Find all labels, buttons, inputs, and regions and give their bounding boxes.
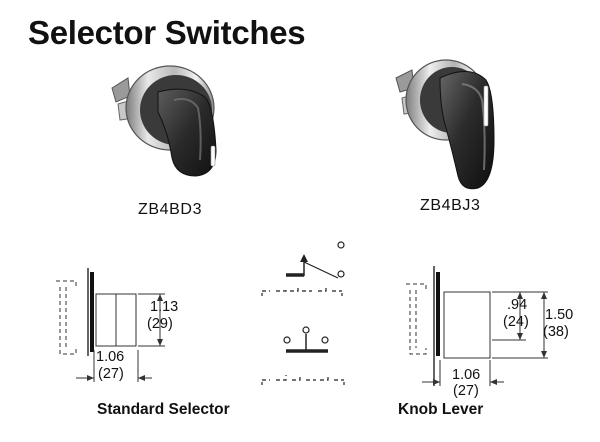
part-number-zb4bj3: ZB4BJ3: [420, 197, 481, 214]
knob-outer-height-inches: 1.50: [545, 307, 574, 323]
knob-inner-height-mm: (24): [503, 314, 529, 330]
knob-depth-inches: 1.06: [452, 367, 481, 383]
standard-depth-mm: (27): [98, 366, 124, 382]
knob-lever-caption: Knob Lever: [398, 401, 484, 418]
standard-depth-inches: 1.06: [96, 349, 125, 365]
page-title: Selector Switches: [28, 14, 306, 51]
standard-height-mm: (29): [147, 316, 173, 332]
knob-inner-height-inches: .94: [507, 297, 528, 313]
knob-depth-mm: (27): [453, 383, 479, 399]
standard-selector-caption: Standard Selector: [97, 401, 230, 418]
knob-outer-height-mm: (38): [543, 324, 569, 340]
standard-height-inches: 1.13: [150, 299, 179, 315]
part-number-zb4bd3: ZB4BD3: [138, 201, 203, 218]
